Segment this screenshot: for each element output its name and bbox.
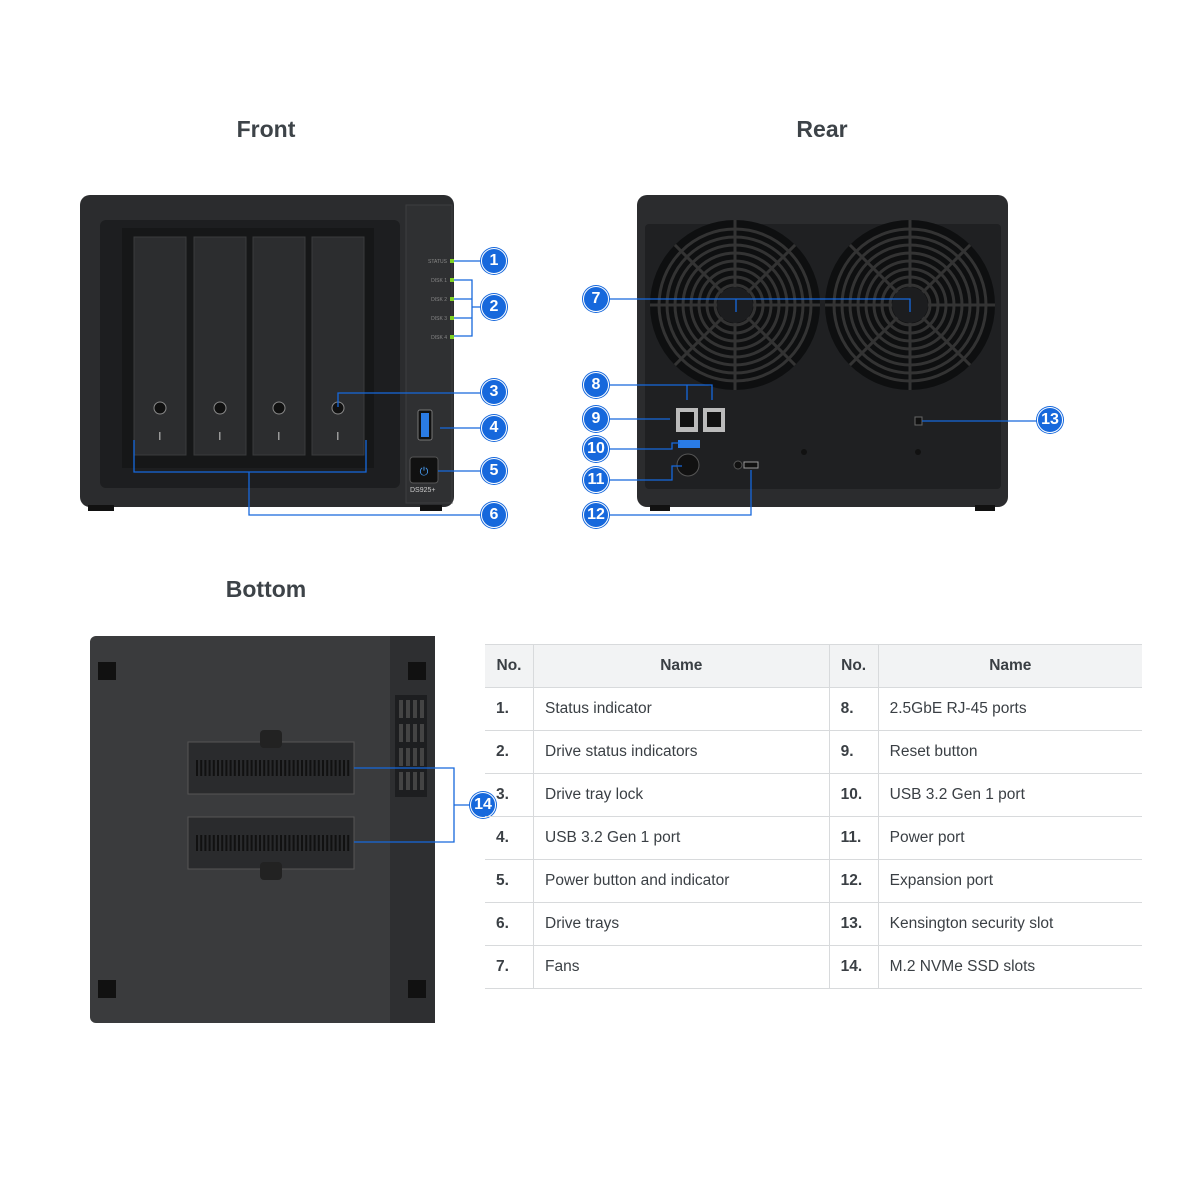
power-port (676, 453, 700, 477)
callout-10: 10 (583, 436, 609, 462)
row-number: 12. (829, 859, 879, 903)
callout-9: 9 (583, 406, 609, 432)
tray-lock-icon (153, 401, 167, 415)
led-indicator (450, 259, 454, 263)
row-number: 10. (829, 773, 879, 817)
header-name: Name (878, 644, 1142, 688)
row-name: Drive status indicators (533, 730, 830, 774)
row-name: Kensington security slot (878, 902, 1142, 946)
row-name: Power port (878, 816, 1142, 860)
callout-12: 12 (583, 502, 609, 528)
row-number: 2. (485, 730, 534, 774)
drive-tray (311, 236, 365, 456)
callout-5: 5 (481, 458, 507, 484)
callout-7: 7 (583, 286, 609, 312)
header-name: Name (533, 644, 830, 688)
led-label: STATUS (428, 259, 448, 265)
row-number: 7. (485, 945, 534, 989)
row-name: Drive trays (533, 902, 830, 946)
row-number: 8. (829, 687, 879, 731)
led-label: DISK 3 (431, 316, 447, 322)
led-indicator (450, 316, 454, 320)
bottom-view (90, 636, 435, 1023)
svg-text:⏻: ⏻ (420, 466, 429, 478)
tray-lock-icon (213, 401, 227, 415)
row-number: 6. (485, 902, 534, 946)
led-indicator (450, 278, 454, 282)
callout-1: 1 (481, 248, 507, 274)
drive-tray (252, 236, 306, 456)
led-indicator (450, 335, 454, 339)
led-label: DISK 2 (431, 297, 447, 303)
callout-11: 11 (583, 467, 609, 493)
drive-tray (193, 236, 247, 456)
status-leds: STATUS DISK 1 DISK 2 DISK 3 DISK 4 (428, 259, 454, 341)
row-name: Drive tray lock (533, 773, 830, 817)
front-view: STATUS DISK 1 DISK 2 DISK 3 DISK 4 ⏻ (80, 195, 454, 511)
row-name: USB 3.2 Gen 1 port (533, 816, 830, 860)
callout-6: 6 (481, 502, 507, 528)
rear-usb-port (678, 440, 700, 448)
row-name: M.2 NVMe SSD slots (878, 945, 1142, 989)
row-number: 9. (829, 730, 879, 774)
tray-lock-icon (272, 401, 286, 415)
row-name: 2.5GbE RJ-45 ports (878, 687, 1142, 731)
leader-lines (133, 260, 1038, 843)
front-title: Front (236, 116, 296, 142)
model-label: DS925+ (410, 487, 436, 494)
drive-trays (133, 236, 365, 456)
power-button (409, 456, 439, 484)
table-header-row: No. Name No. Name (485, 644, 1142, 688)
row-number: 3. (485, 773, 534, 817)
expansion-port (743, 461, 759, 469)
bottom-title: Bottom (225, 576, 307, 602)
led-indicator (450, 297, 454, 301)
callout-2: 2 (481, 294, 507, 320)
callout-13: 13 (1037, 407, 1063, 433)
callout-3: 3 (481, 379, 507, 405)
row-number: 5. (485, 859, 534, 903)
row-name: Status indicator (533, 687, 830, 731)
callout-4: 4 (481, 415, 507, 441)
fans (650, 220, 995, 390)
row-name: Reset button (878, 730, 1142, 774)
rear-view (637, 195, 1008, 511)
callout-8: 8 (583, 372, 609, 398)
kensington-slot (914, 416, 923, 426)
row-number: 14. (829, 945, 879, 989)
row-number: 1. (485, 687, 534, 731)
led-label: DISK 1 (431, 278, 447, 284)
drive-tray (133, 236, 187, 456)
row-number: 4. (485, 816, 534, 860)
rear-title: Rear (796, 116, 848, 142)
header-no: No. (485, 644, 534, 688)
led-label: DISK 4 (431, 335, 447, 341)
row-name: USB 3.2 Gen 1 port (878, 773, 1142, 817)
row-name: Expansion port (878, 859, 1142, 903)
row-number: 13. (829, 902, 879, 946)
row-name: Fans (533, 945, 830, 989)
row-name: Power button and indicator (533, 859, 830, 903)
row-number: 11. (829, 816, 879, 860)
header-no: No. (829, 644, 879, 688)
